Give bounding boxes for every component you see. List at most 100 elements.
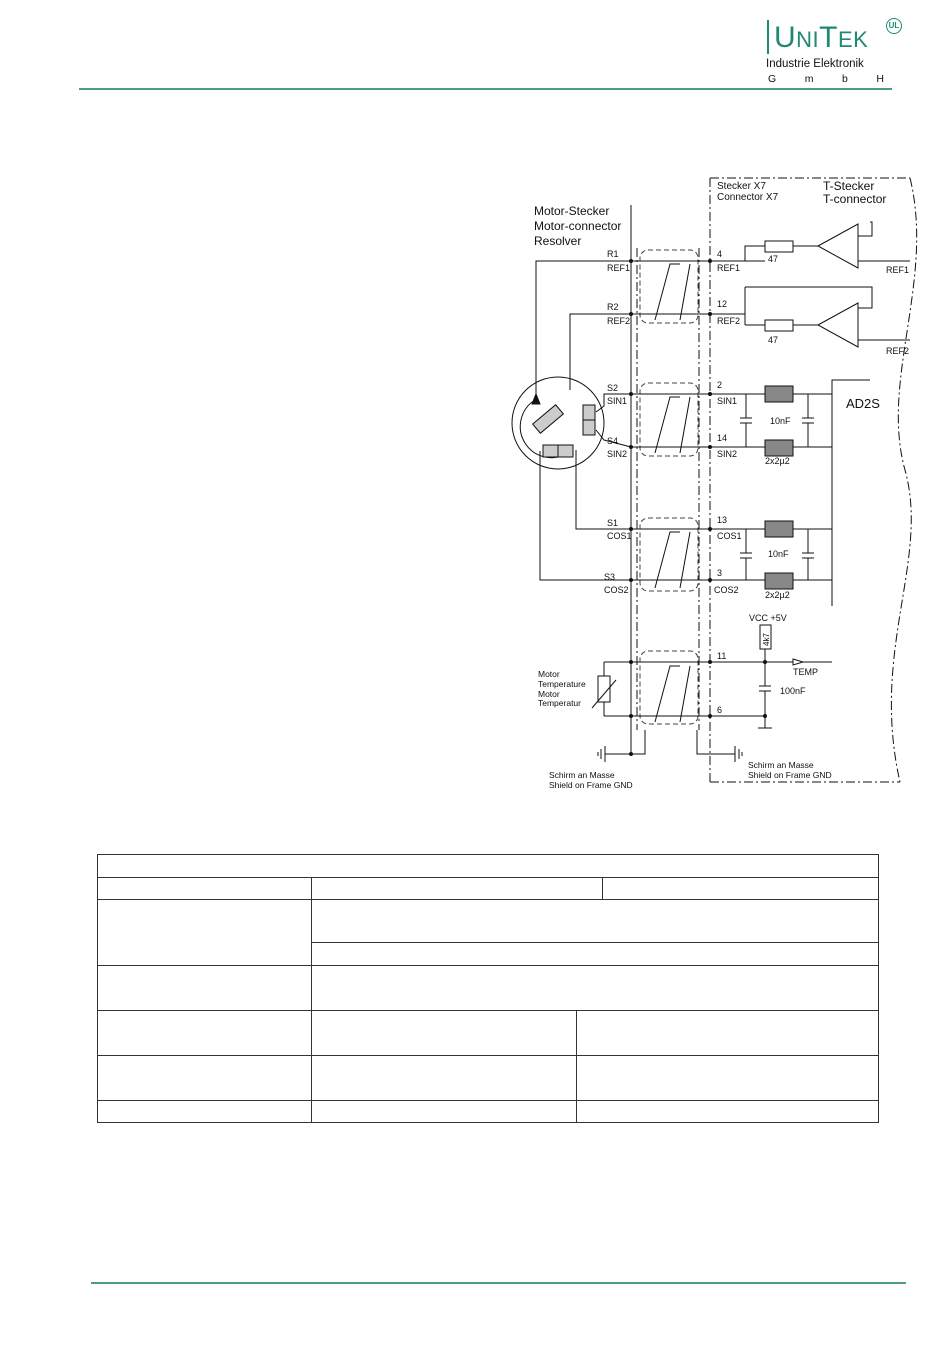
pin-left-s2-num: S2 (607, 383, 618, 393)
pin-left-s4-num: S4 (607, 436, 618, 446)
cap-100nf-label: 100nF (780, 686, 806, 696)
pin-left-s3-sig: COS2 (604, 585, 629, 595)
logo-bar (767, 20, 769, 54)
pin-left-r1-num: R1 (607, 249, 619, 259)
footer-rule (91, 1282, 906, 1284)
pin-left-s3-num: S3 (604, 572, 615, 582)
table-cell (97, 1055, 312, 1101)
logo-gmbh-g: G (768, 73, 777, 85)
pin-right-12-sig: REF2 (717, 316, 740, 326)
table-cell (311, 1055, 577, 1101)
cap-sin-label: 10nF (770, 416, 791, 426)
ferrite-sin-label: 2x2µ2 (765, 456, 790, 466)
table-cell (311, 965, 879, 1011)
table-row (97, 1010, 879, 1056)
tconnector-title-line1: T-Stecker (823, 179, 874, 193)
logo-letter-t: T (819, 21, 838, 54)
opamp-ref2-icon (816, 302, 859, 348)
company-logo: UNITEK UL Industrie Elektronik G m b H (762, 14, 912, 90)
ferrite-sin2 (764, 439, 794, 457)
pin-right-4-sig: REF1 (717, 263, 740, 273)
table-row (97, 899, 879, 966)
table-cell (576, 1055, 879, 1101)
ferrite-cos-label: 2x2µ2 (765, 590, 790, 600)
ferrite-cos1 (764, 520, 794, 538)
pin-left-r1-sig: REF1 (607, 263, 630, 273)
table-cell (97, 854, 879, 878)
logo-letters-ni: NI (796, 27, 820, 52)
pin-right-13-sig: COS1 (717, 531, 742, 541)
capacitors-sin (740, 394, 814, 447)
ferrite-cos2 (764, 572, 794, 590)
table-cell (311, 1100, 577, 1123)
motor-temp-line2: Temperature (538, 679, 586, 689)
resistor-ref1 (764, 240, 794, 253)
pin-right-2-sig: SIN1 (717, 396, 737, 406)
resolver-rotor-coil (531, 404, 565, 434)
table-cell (97, 1100, 312, 1123)
resistor-ref1-label: 47 (768, 254, 778, 264)
motor-title-line1: Motor-Stecker (534, 204, 609, 218)
motor-title-line2: Motor-connector (534, 219, 621, 233)
table-cell (311, 899, 879, 943)
logo-letters-ek: EK (838, 27, 869, 52)
temp-label: TEMP (793, 667, 818, 677)
table-row (97, 965, 879, 1011)
shield-left-line2: Shield on Frame GND (549, 780, 633, 790)
logo-gmbh-b: b (842, 73, 848, 85)
table-cell (97, 877, 312, 900)
pin-right-12-num: 12 (717, 299, 727, 309)
table-row (97, 877, 879, 900)
table-cell (311, 877, 603, 900)
pin-left-r2-num: R2 (607, 302, 619, 312)
table-cell (311, 1010, 577, 1056)
connector-title-line1: Stecker X7 (717, 181, 766, 192)
connector-title-line2: Connector X7 (717, 192, 779, 203)
tconnector-title-line2: T-connector (823, 192, 886, 206)
pin-right-13-num: 13 (717, 515, 727, 525)
motor-temp-line4: Temperatur (538, 698, 581, 708)
table-cell (576, 1100, 879, 1123)
pin-left-s1-num: S1 (607, 518, 618, 528)
shield-left-line1: Schirm an Masse (549, 770, 615, 780)
temp-arrow-icon (792, 658, 805, 666)
pinout-table (97, 854, 879, 1123)
motor-temp-line1: Motor (538, 669, 560, 679)
motor-title-line3: Resolver (534, 234, 581, 248)
torn-edge-boundary (890, 177, 918, 783)
capacitors-cos (740, 529, 814, 580)
pin-left-r2-sig: REF2 (607, 316, 630, 326)
table-cell (602, 877, 879, 900)
resolver-body (511, 376, 605, 470)
table-cell (97, 1010, 312, 1056)
logo-letter-u: U (774, 21, 797, 54)
ul-badge-icon: UL (886, 18, 902, 34)
pin-right-11-num: 11 (717, 651, 726, 661)
resolver-wiring-schematic: Motor-Stecker Motor-connector Resolver T… (511, 177, 918, 790)
motor-temp-sensor (597, 675, 611, 703)
out-ref2-label: REF2 (886, 346, 909, 356)
logo-subtitle: Industrie Elektronik (766, 58, 864, 70)
junction-dots (629, 259, 767, 756)
table-cell (311, 942, 879, 966)
pin-right-4-num: 4 (717, 249, 722, 259)
ground-right-icon (734, 746, 743, 762)
table-row (97, 1055, 879, 1101)
pin-left-s4-sig: SIN2 (607, 449, 627, 459)
shield-right-line2: Shield on Frame GND (748, 770, 832, 780)
logo-wordmark: UNITEK (774, 23, 868, 55)
ground-left-icon (597, 746, 606, 762)
ferrite-sin1 (764, 385, 794, 403)
opamp-ref1-icon (816, 223, 859, 269)
logo-gmbh: G m b H (768, 73, 884, 85)
table-cell (576, 1010, 879, 1056)
pin-right-14-num: 14 (717, 433, 727, 443)
table-row (97, 854, 879, 878)
motor-temp-line3: Motor (538, 689, 560, 699)
pin-right-2-num: 2 (717, 380, 722, 390)
ad2s-chip-outline (831, 379, 870, 606)
logo-gmbh-m: m (804, 73, 814, 85)
table-row (98, 942, 879, 966)
table-cell (97, 965, 312, 1011)
header-rule (79, 88, 892, 90)
